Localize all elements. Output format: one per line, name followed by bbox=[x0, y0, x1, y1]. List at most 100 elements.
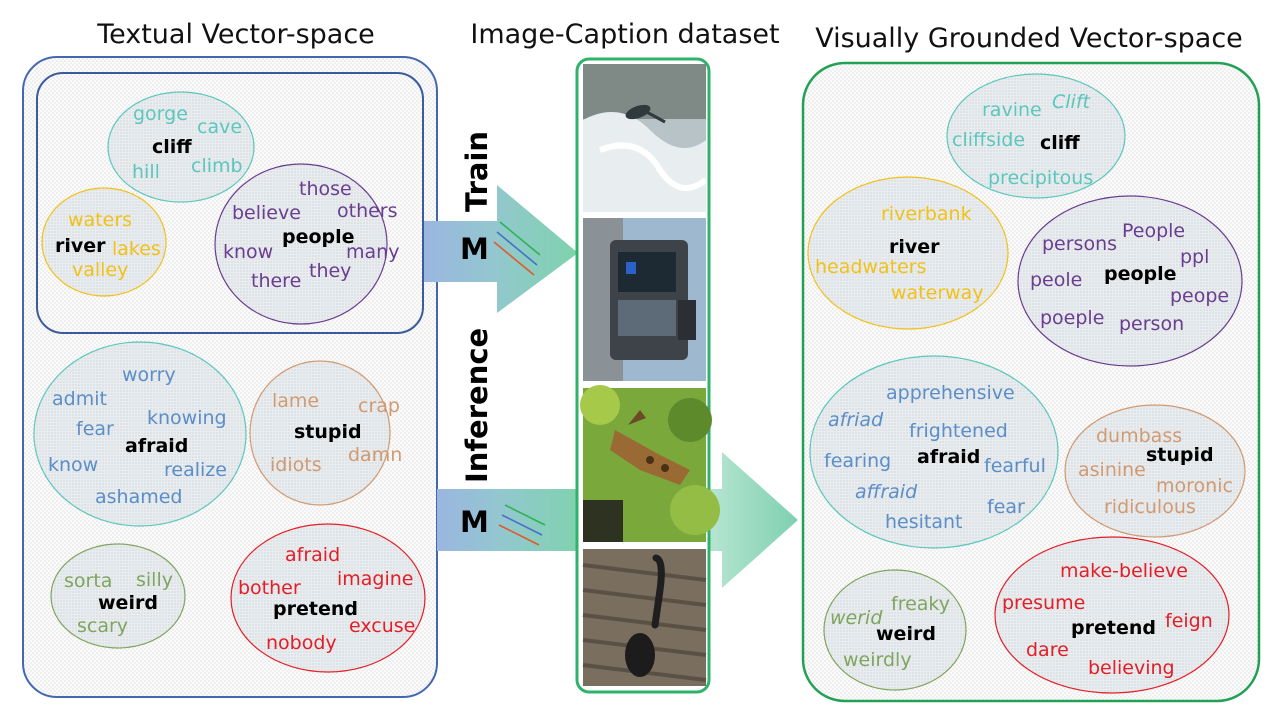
truck-icon bbox=[583, 218, 706, 381]
right-afraid-word: hesitant bbox=[885, 511, 963, 533]
left-weird-center: weird bbox=[98, 592, 158, 614]
left-river-center: river bbox=[55, 235, 106, 257]
left-weird-word: silly bbox=[136, 569, 173, 591]
right-people-word: People bbox=[1122, 220, 1185, 242]
left-people-word: those bbox=[299, 178, 352, 200]
right-cliff-word: ravine bbox=[982, 99, 1042, 121]
right-people-word: poeple bbox=[1040, 307, 1104, 329]
right-weird-word: freaky bbox=[891, 593, 950, 615]
left-cliff-word: cave bbox=[197, 116, 242, 138]
left-cluster-people: those believe others know people many th… bbox=[214, 163, 399, 325]
right-cluster-stupid: dumbass stupid asinine moronic ridiculou… bbox=[1064, 404, 1246, 538]
inference-arrow-left bbox=[437, 489, 583, 551]
train-label: Train bbox=[460, 131, 494, 212]
left-cluster-cliff: gorge cave cliff hill climb bbox=[107, 91, 255, 203]
right-weird-center: weird bbox=[876, 623, 936, 645]
model-train-label: M bbox=[460, 232, 489, 266]
left-afraid-word: worry bbox=[122, 364, 176, 386]
giraffe-icon bbox=[580, 385, 720, 542]
left-river-word: valley bbox=[72, 259, 128, 281]
right-pretend-word: make-believe bbox=[1060, 560, 1188, 582]
left-people-word: there bbox=[251, 270, 301, 292]
left-stupid-center: stupid bbox=[294, 421, 362, 443]
left-people-word: others bbox=[337, 200, 398, 222]
right-afraid-word: fearful bbox=[984, 455, 1046, 477]
left-cliff-word: hill bbox=[132, 161, 160, 183]
right-pretend-word: dare bbox=[1026, 639, 1069, 661]
right-afraid-word: frightened bbox=[909, 420, 1008, 442]
left-river-word: lakes bbox=[112, 238, 161, 260]
left-pretend-word: afraid bbox=[285, 544, 340, 566]
left-people-word: many bbox=[346, 241, 399, 263]
right-stupid-word: moronic bbox=[1156, 475, 1233, 497]
left-pretend-center: pretend bbox=[273, 598, 358, 620]
right-cluster-afraid: apprehensive afriad frightened fearing a… bbox=[809, 355, 1059, 549]
title-textual: Textual Vector-space bbox=[96, 19, 375, 50]
left-cluster-afraid: worry admit knowing fear afraid know rea… bbox=[33, 341, 247, 527]
right-cluster-pretend: make-believe presume feign pretend dare … bbox=[994, 536, 1230, 694]
left-pretend-word: excuse bbox=[349, 615, 415, 637]
right-cluster-weird: freaky werid weird weirdly bbox=[823, 569, 967, 691]
right-pretend-word: presume bbox=[1002, 592, 1085, 614]
left-stupid-word: damn bbox=[348, 444, 402, 466]
right-cluster-people: persons People ppl peole people peope po… bbox=[1017, 195, 1243, 367]
right-stupid-word: asinine bbox=[1078, 459, 1146, 481]
left-cliff-word: gorge bbox=[133, 103, 188, 125]
left-river-word: waters bbox=[68, 209, 132, 231]
left-cluster-river: waters river lakes valley bbox=[41, 187, 167, 297]
left-afraid-word: ashamed bbox=[95, 486, 183, 508]
left-people-word: know bbox=[223, 241, 273, 263]
right-cliff-center: cliff bbox=[1040, 132, 1080, 154]
right-people-center: people bbox=[1104, 263, 1177, 285]
left-pretend-word: bother bbox=[238, 577, 301, 599]
right-people-word: peope bbox=[1170, 285, 1229, 307]
left-cliff-center: cliff bbox=[152, 136, 192, 158]
right-cliff-word: precipitous bbox=[988, 167, 1093, 189]
left-cluster-stupid: lame crap stupid idiots damn bbox=[249, 360, 402, 506]
right-afraid-word: apprehensive bbox=[886, 382, 1015, 404]
right-people-word: peole bbox=[1030, 269, 1082, 291]
right-cliff-word: Clift bbox=[1052, 91, 1092, 113]
right-people-word: ppl bbox=[1180, 246, 1209, 268]
spoon-icon bbox=[582, 549, 707, 686]
inference-arrow-right bbox=[705, 452, 798, 588]
train-arrow bbox=[424, 185, 578, 313]
title-dataset: Image-Caption dataset bbox=[470, 19, 779, 50]
right-people-word: person bbox=[1119, 313, 1184, 335]
waterfall-climber-icon bbox=[583, 64, 708, 212]
left-pretend-word: imagine bbox=[337, 568, 414, 590]
right-pretend-center: pretend bbox=[1071, 617, 1156, 639]
right-afraid-center: afraid bbox=[917, 446, 980, 468]
left-weird-word: scary bbox=[77, 615, 128, 637]
left-afraid-word: knowing bbox=[147, 407, 227, 429]
left-people-center: people bbox=[282, 226, 355, 248]
model-inference-label: M bbox=[460, 505, 489, 539]
right-afraid-word: fear bbox=[987, 496, 1025, 518]
right-river-word: waterway bbox=[891, 282, 984, 304]
right-pretend-word: feign bbox=[1165, 610, 1213, 632]
right-afraid-word: fearing bbox=[824, 450, 891, 472]
left-cluster-pretend: afraid imagine bother pretend nobody exc… bbox=[230, 523, 426, 673]
left-stupid-word: idiots bbox=[270, 454, 322, 476]
right-weird-word: weirdly bbox=[843, 649, 912, 671]
right-river-center: river bbox=[889, 236, 940, 258]
left-afraid-word: realize bbox=[164, 459, 227, 481]
left-people-word: they bbox=[309, 260, 351, 282]
title-grounded: Visually Grounded Vector-space bbox=[815, 23, 1243, 54]
left-afraid-center: afraid bbox=[125, 435, 188, 457]
image-caption-film bbox=[575, 57, 720, 694]
right-cluster-river: riverbank river headwaters waterway bbox=[807, 176, 1009, 330]
right-weird-word: werid bbox=[830, 607, 883, 629]
right-stupid-center: stupid bbox=[1146, 444, 1214, 466]
right-river-word: headwaters bbox=[815, 256, 926, 278]
left-cluster-weird: sorta silly weird scary bbox=[50, 543, 186, 649]
inference-label: Inference bbox=[460, 328, 494, 483]
right-stupid-word: dumbass bbox=[1096, 425, 1182, 447]
left-afraid-word: admit bbox=[52, 388, 107, 410]
right-cliff-word: cliffside bbox=[952, 129, 1025, 151]
right-pretend-word: believing bbox=[1088, 657, 1175, 679]
left-stupid-word: lame bbox=[272, 390, 319, 412]
left-pretend-word: nobody bbox=[266, 632, 337, 654]
right-cluster-cliff: ravine Clift cliffside cliff precipitous bbox=[946, 73, 1126, 199]
